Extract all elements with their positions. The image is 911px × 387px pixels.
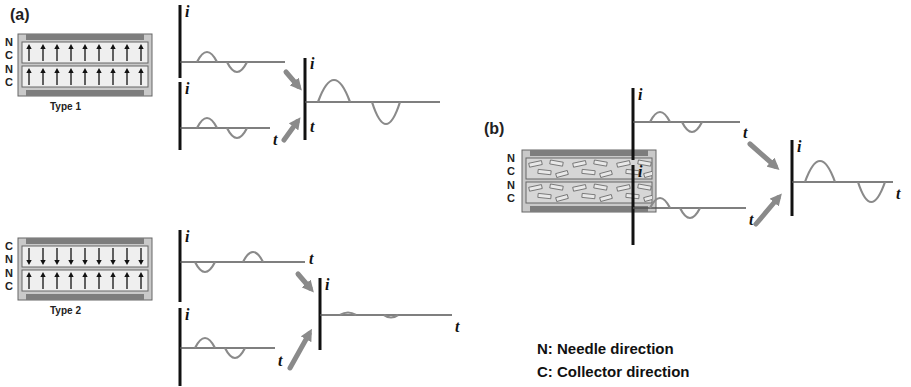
- legend-text: C: Collector direction: [537, 363, 690, 380]
- layer-direction: N: [5, 253, 13, 265]
- type-label: Type 1: [50, 101, 81, 112]
- sum-arrows: [284, 72, 778, 368]
- axis-label: i: [185, 3, 189, 21]
- layer-direction: N: [507, 152, 515, 164]
- panel-label: (a): [10, 6, 30, 24]
- axis-label: t: [310, 118, 314, 136]
- axis-label: i: [638, 163, 642, 181]
- plot-baselines: [180, 62, 893, 348]
- random-stack: [522, 150, 656, 212]
- type1-stack: [18, 34, 152, 96]
- layer-direction: N: [507, 179, 515, 191]
- layer-direction: C: [5, 49, 13, 61]
- type-label: Type 2: [50, 305, 81, 316]
- axis-label: t: [278, 352, 282, 370]
- layer-direction: C: [507, 192, 515, 204]
- plot-axes: [180, 5, 792, 386]
- panel-label: (b): [484, 120, 504, 138]
- axis-label: t: [896, 185, 900, 203]
- layer-direction: N: [5, 63, 13, 75]
- layer-direction: C: [5, 280, 13, 292]
- axis-label: i: [185, 228, 189, 246]
- axis-label: i: [638, 86, 642, 104]
- axis-label: i: [185, 306, 189, 324]
- axis-label: i: [797, 138, 801, 156]
- legend-text: N: Needle direction: [537, 340, 674, 357]
- layer-direction: C: [5, 76, 13, 88]
- axis-label: t: [743, 124, 747, 142]
- layer-direction: N: [5, 267, 13, 279]
- axis-label: t: [273, 131, 277, 149]
- layer-direction: C: [5, 240, 13, 252]
- axis-label: i: [185, 80, 189, 98]
- layer-direction: C: [507, 165, 515, 177]
- axis-label: t: [309, 250, 313, 268]
- axis-label: t: [749, 211, 753, 229]
- axis-label: i: [325, 276, 329, 294]
- axis-label: t: [455, 318, 459, 336]
- type2-stack: [18, 238, 152, 300]
- layer-direction: N: [5, 36, 13, 48]
- axis-label: i: [310, 55, 314, 73]
- current-waves: [195, 52, 885, 358]
